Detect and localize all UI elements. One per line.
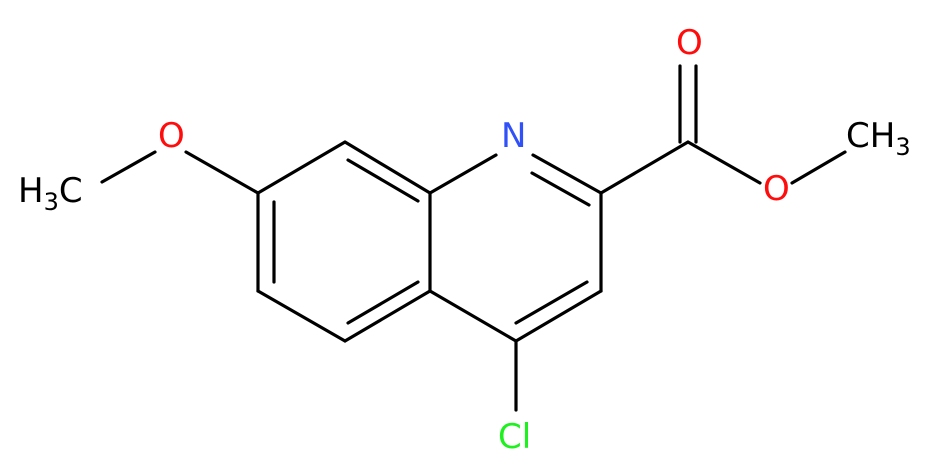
bond-cester-o-single xyxy=(686,140,762,185)
bond-c3-c4-inner xyxy=(514,280,589,325)
bond-c5-c4a xyxy=(343,289,432,343)
methyl-right-label: CH3 xyxy=(846,116,911,161)
bond-c2-cester xyxy=(599,140,690,195)
bond-ch3-o-left xyxy=(100,150,157,184)
chlorine-label: Cl xyxy=(498,417,531,457)
bond-n-c2 xyxy=(531,153,603,195)
bond-n-c2-inner xyxy=(530,171,591,207)
methyl-left-label: H3C xyxy=(18,171,83,216)
atom-labels: H3C O N O O CH3 Cl xyxy=(18,23,911,457)
bond-c8-c8a-inner xyxy=(346,158,420,203)
oxygen-carbonyl-label: O xyxy=(676,23,703,63)
bond-o-ch3-right xyxy=(790,150,847,185)
bond-c4-c4a xyxy=(428,289,518,343)
bond-c8a-n xyxy=(428,153,498,195)
bond-c7-c8 xyxy=(256,140,347,195)
bond-c8-c8a xyxy=(343,140,432,195)
bond-c3-c4 xyxy=(514,289,603,343)
bond-c6-c5 xyxy=(256,289,347,343)
bond-c5-c4a-inner xyxy=(346,280,420,325)
oxygen-ester-label: O xyxy=(763,169,790,209)
bonds xyxy=(100,64,847,412)
oxygen-methoxy-label: O xyxy=(158,116,185,156)
bond-o-c7 xyxy=(184,150,260,195)
nitrogen-label: N xyxy=(501,116,526,156)
